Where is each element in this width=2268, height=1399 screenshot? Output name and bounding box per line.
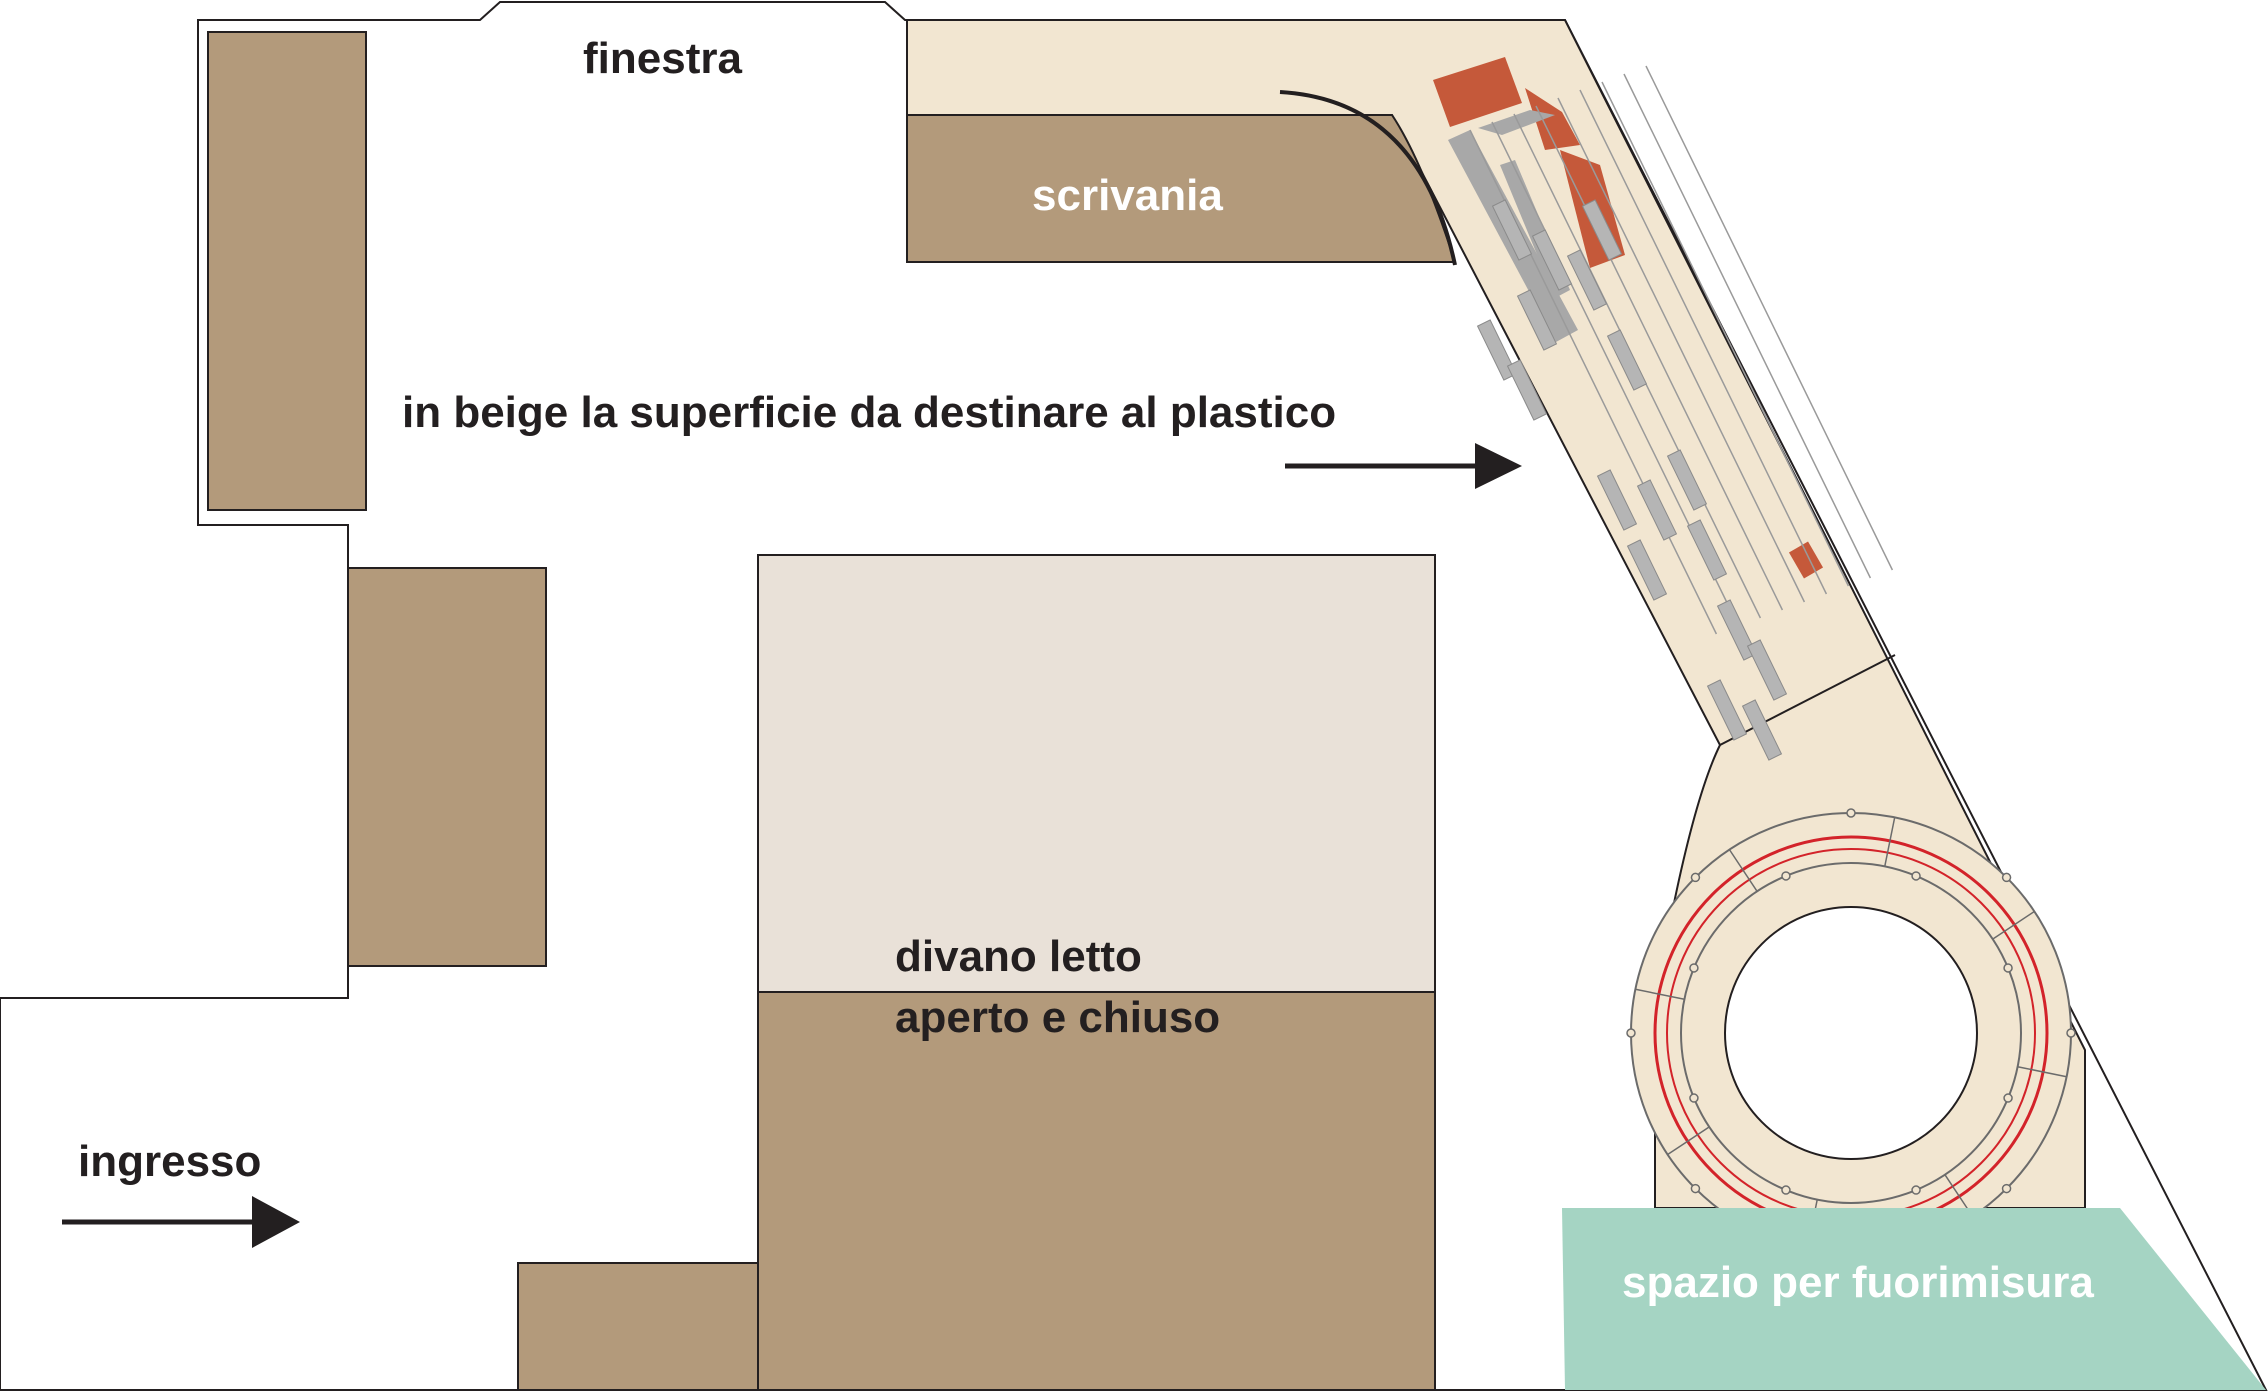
helix-support-pillar [1626,1028,1636,1038]
turnout [1686,519,1728,581]
turnout [1741,699,1783,761]
helix-support-pillar [1690,872,1701,883]
helix-segment-joint [1992,910,2035,940]
turnout [1581,199,1623,261]
helix-support-pillar [1690,1183,1701,1194]
track [1601,81,1850,587]
building [1433,57,1522,127]
turnout [1491,199,1533,261]
turnout [1476,319,1518,381]
helix-support-pillar [1781,1185,1791,1195]
track [1645,65,1894,571]
helix-segment-joint [1635,988,1685,1000]
turnout [1606,329,1648,391]
turnout [1531,229,1573,291]
platform [1478,110,1555,135]
helix-support-pillar [2003,963,2013,973]
helix-support-pillar [2001,872,2012,883]
window-label: finestra [583,34,742,83]
cabinet-bottom [517,1262,759,1391]
helix-hole [1724,906,1978,1160]
arrow-entrance [62,1196,300,1248]
arrow-to-layout [1285,443,1522,489]
entrance-label: ingresso [78,1137,261,1186]
oversize-space [1562,1208,2266,1390]
cabinet-left-upper [207,31,367,511]
helix-support-pillar [2003,1093,2013,1103]
station-tracks [1469,65,1894,761]
turnout [1746,639,1788,701]
track [1579,89,1828,595]
helix-support-pillar [2066,1028,2076,1038]
track [1535,105,1784,611]
sofa-label-line1: divano letto [895,932,1142,981]
oversize-label: spazio per fuorimisura [1622,1258,2094,1307]
turnout [1566,249,1608,311]
helix [1626,808,2076,1258]
door-swing-arc [1279,90,1457,266]
building [1525,88,1580,150]
turnout [1596,469,1638,531]
helix-support-pillar [1689,963,1699,973]
layout-note: in beige la superficie da destinare al p… [402,388,1336,437]
sofa-bed-closed [757,991,1436,1391]
track [1557,97,1806,603]
helix-inner-ring [1680,862,2022,1204]
turnout [1626,539,1668,601]
helix-segment-joint [1884,817,1896,867]
turnout [1516,289,1558,351]
turnout [1636,479,1678,541]
helix-support-pillar [1911,1185,1921,1195]
track [1623,73,1872,579]
turnout [1666,449,1708,511]
helix-segment-joint [1667,1126,1710,1156]
helix-support-pillar [1911,871,1921,881]
turnout [1706,679,1748,741]
helix-support-pillar [1781,871,1791,881]
layout-module-divider [1719,654,1896,746]
cabinet-left-lower [347,567,547,967]
turnout [1506,359,1548,421]
turnout [1716,599,1758,661]
helix-support-pillar [2001,1183,2012,1194]
helix-support-pillar [1846,808,1856,818]
helix-support-pillar [1689,1093,1699,1103]
desk-label: scrivania [1032,171,1223,220]
sofa-bed-open-area [757,554,1436,993]
helix-segment-joint [1728,849,1758,892]
helix-segment-joint [2017,1066,2067,1078]
sofa-label-line2: aperto e chiuso [895,993,1220,1042]
